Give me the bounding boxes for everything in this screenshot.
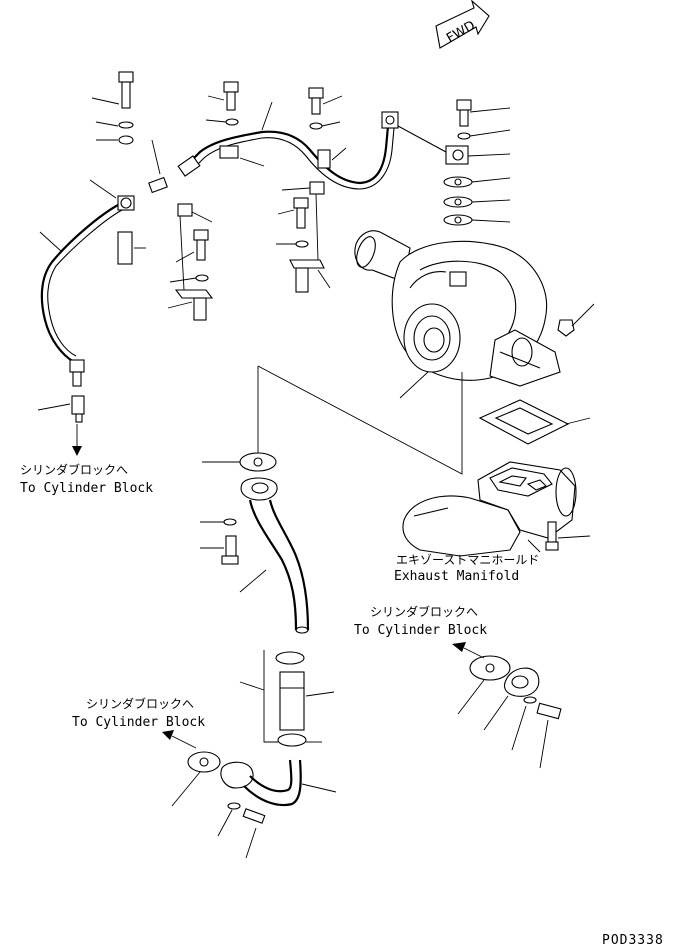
turbo-oil-inlet-fitting — [397, 99, 511, 226]
oil-hose-group — [177, 81, 399, 190]
fwd-arrow: FWD — [435, 0, 490, 49]
oil-drain-pipe-group — [162, 452, 337, 859]
exhaust-manifold-en: Exhaust Manifold — [394, 569, 519, 584]
pipe-bracket-left — [167, 203, 214, 321]
oil-feed-pipe-group — [37, 71, 146, 456]
exhaust-manifold — [402, 461, 591, 557]
cyl-block-mid-right-jp: シリンダブロックへ — [370, 604, 478, 619]
drain-flange-right — [452, 642, 562, 769]
cyl-block-bottom-left-jp: シリンダブロックへ — [86, 696, 194, 711]
drawing-code: POD3338 — [602, 933, 664, 947]
connector-fitting — [148, 139, 168, 194]
turbo-gasket — [478, 399, 591, 445]
cyl-block-top-left-jp: シリンダブロックへ — [20, 462, 128, 477]
projection-lines — [257, 365, 463, 475]
exhaust-manifold-jp: エキゾーストマニホールド — [396, 553, 539, 567]
cyl-block-bottom-left-en: To Cylinder Block — [72, 715, 205, 730]
cyl-block-top-left-en: To Cylinder Block — [20, 481, 153, 496]
cyl-block-mid-right-en: To Cylinder Block — [354, 623, 487, 638]
pipe-bracket-middle — [276, 181, 331, 293]
turbocharger — [354, 230, 595, 399]
